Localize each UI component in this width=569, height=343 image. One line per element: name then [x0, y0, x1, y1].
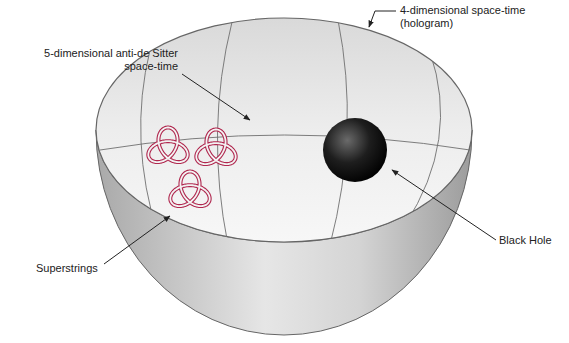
label-text: 5-dimensional anti-de Sitter space-time: [44, 47, 178, 72]
leader-line: [369, 11, 396, 27]
label-text: Superstrings: [36, 262, 98, 274]
black-hole-label: Black Hole: [499, 234, 565, 247]
boundary-label: 4-dimensional space-time (hologram): [400, 4, 550, 30]
bulk-label: 5-dimensional anti-de Sitter space-time: [14, 47, 178, 73]
leader-line: [104, 216, 170, 264]
label-text: Black Hole: [499, 234, 552, 246]
label-text: 4-dimensional space-time (hologram): [400, 4, 525, 29]
superstrings: [148, 127, 235, 206]
leader-line: [182, 74, 250, 120]
superstrings-label: Superstrings: [36, 262, 116, 275]
black-hole: [323, 118, 387, 182]
leader-line: [392, 170, 496, 240]
